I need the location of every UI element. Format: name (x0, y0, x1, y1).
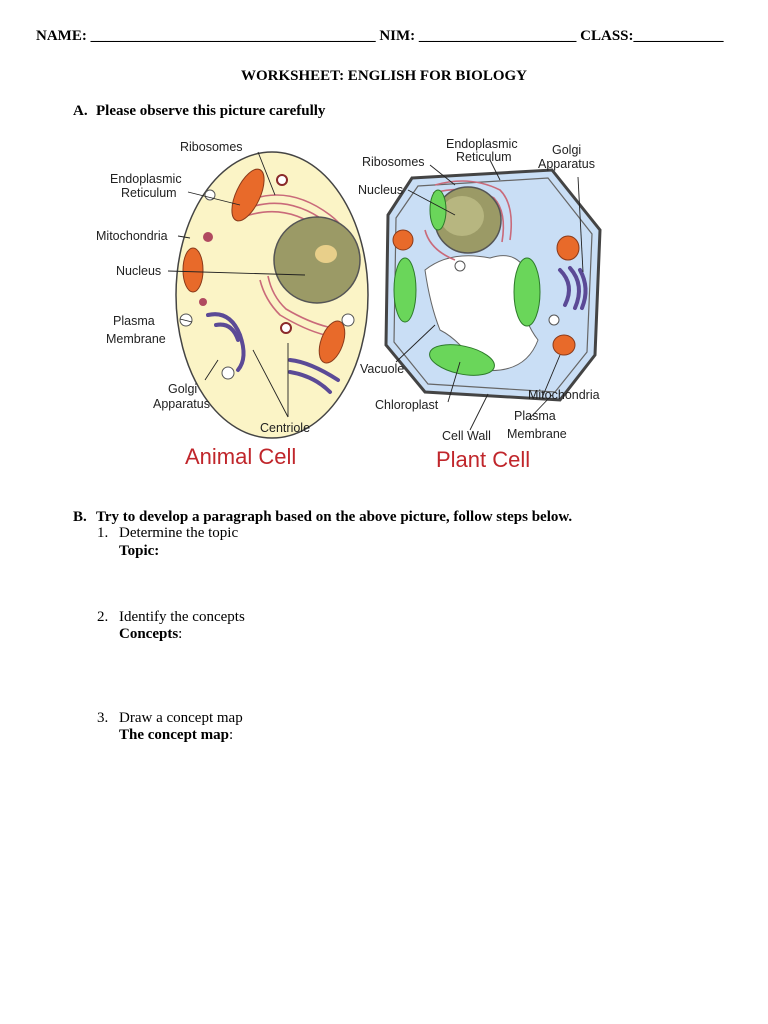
plant-label-nucleus: Nucleus (358, 183, 403, 197)
section-a-instruction: Please observe this picture carefully (96, 103, 326, 119)
animal-golgi (206, 312, 340, 394)
animal-label-mitochondria: Mitochondria (96, 229, 168, 243)
plant-vacuole (424, 255, 539, 372)
topic-field[interactable]: Topic: (119, 543, 159, 560)
plant-label-chloroplast: Chloroplast (375, 398, 439, 412)
plant-golgi (558, 266, 588, 310)
plant-er (424, 180, 513, 261)
concept-map-label: The concept map (119, 727, 229, 743)
name-label: NAME: (36, 28, 87, 44)
plant-chloroplasts (393, 189, 541, 376)
section-b-instruction: Try to develop a paragraph based on the … (96, 509, 573, 525)
section-a-letter: A. (73, 103, 88, 119)
cell-diagram-figure: Ribosomes Endoplasmic Reticulum Mitochon… (90, 130, 630, 480)
animal-label-golgi-1: Golgi (168, 382, 197, 396)
step-2: 2. Identify the concepts (97, 609, 245, 626)
animal-label-ribosomes: Ribosomes (180, 140, 243, 154)
plant-vesicles (454, 260, 560, 326)
concepts-field[interactable]: Concepts: (119, 626, 182, 643)
animal-label-plasma-2: Membrane (106, 332, 166, 346)
animal-label-er-2: Reticulum (121, 186, 177, 200)
concept-map-field[interactable]: The concept map: (119, 727, 233, 744)
section-a-heading: A. Please observe this picture carefully (73, 103, 325, 120)
animal-vesicles (179, 174, 355, 380)
animal-cell-title: Animal Cell (185, 444, 296, 469)
nim-field[interactable]: _____________________ (418, 28, 577, 44)
step-3-number: 3. (97, 710, 109, 726)
cell-diagram-svg: Ribosomes Endoplasmic Reticulum Mitochon… (96, 137, 602, 472)
nim-label: NIM: (379, 28, 416, 44)
class-label: CLASS: (580, 28, 634, 44)
step-1: 1. Determine the topic (97, 525, 238, 542)
plant-cell-drawing: Ribosomes Endoplasmic Reticulum Golgi Ap… (358, 137, 602, 472)
plant-label-vacuole: Vacuole (360, 362, 404, 376)
animal-cell-drawing: Ribosomes Endoplasmic Reticulum Mitochon… (96, 140, 369, 469)
step-2-number: 2. (97, 609, 109, 625)
concepts-label-suffix: : (178, 626, 183, 642)
plant-label-plasma-2: Membrane (507, 427, 567, 441)
plant-mitochondria (392, 229, 580, 356)
step-1-number: 1. (97, 525, 109, 541)
animal-label-plasma-1: Plasma (113, 314, 155, 328)
plant-label-lines (395, 159, 584, 431)
animal-label-lines (167, 151, 306, 418)
step-3-text: Draw a concept map (119, 710, 243, 726)
concepts-label: Concepts (119, 626, 179, 642)
class-field[interactable]: ____________ (633, 28, 724, 44)
section-b-heading: B. Try to develop a paragraph based on th… (73, 509, 572, 526)
animal-mitochondria (182, 168, 346, 364)
concept-map-label-suffix: : (229, 727, 234, 743)
animal-label-nucleus: Nucleus (116, 264, 161, 278)
plant-label-er-1: Endoplasmic (446, 137, 518, 151)
plant-label-er-2: Reticulum (456, 150, 512, 164)
plant-label-ribosomes: Ribosomes (362, 155, 425, 169)
animal-nucleus (273, 216, 361, 304)
plant-label-plasma-1: Plasma (514, 409, 556, 423)
name-field[interactable]: ______________________________________ (90, 28, 376, 44)
topic-label: Topic: (119, 543, 160, 559)
step-3: 3. Draw a concept map (97, 710, 243, 727)
plant-label-golgi-2: Apparatus (538, 157, 595, 171)
animal-label-er-1: Endoplasmic (110, 172, 182, 186)
plant-label-cell-wall: Cell Wall (442, 429, 491, 443)
step-1-text: Determine the topic (119, 525, 239, 541)
section-b-letter: B. (73, 509, 87, 525)
worksheet-title: WORKSHEET: ENGLISH FOR BIOLOGY (240, 68, 528, 84)
animal-label-centriole: Centriole (260, 421, 310, 435)
plant-plasma-membrane (393, 177, 593, 393)
animal-label-golgi-2: Apparatus (153, 397, 210, 411)
plant-cell-title: Plant Cell (436, 447, 530, 472)
student-info-line: NAME: __________________________________… (36, 28, 724, 45)
plant-nucleolus (440, 196, 484, 236)
plant-label-golgi-1: Golgi (552, 143, 581, 157)
animal-nucleolus (315, 245, 337, 263)
step-2-text: Identify the concepts (119, 609, 245, 625)
plant-label-mitochondria: Mitochondria (528, 388, 600, 402)
